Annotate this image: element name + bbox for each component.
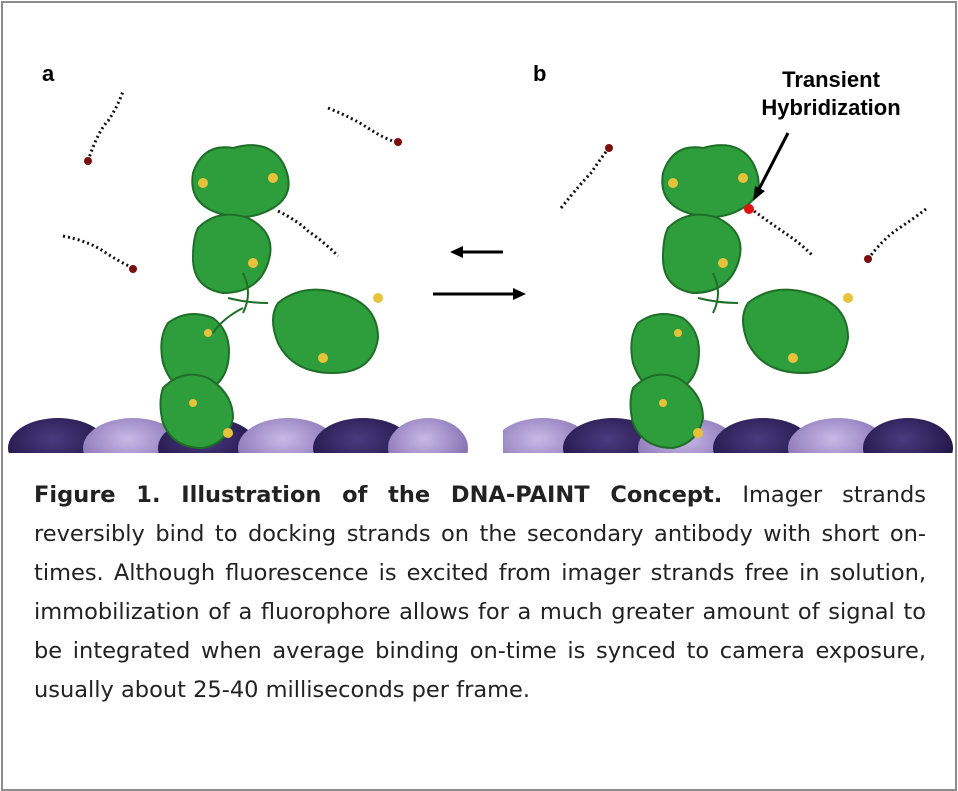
antibody-a bbox=[159, 144, 380, 450]
surface-a bbox=[3, 418, 473, 463]
panel-label-a: a bbox=[42, 61, 55, 86]
annotation-line-2: Hybridization bbox=[761, 95, 901, 120]
hybridization-site bbox=[744, 204, 754, 214]
surface-b bbox=[473, 403, 955, 463]
figure-caption: Figure 1. Illustration of the DNA-PAINT … bbox=[34, 476, 926, 710]
annotation-line-1: Transient bbox=[782, 67, 880, 92]
fluorophores-a bbox=[84, 138, 402, 273]
imager-strands-a bbox=[62, 90, 399, 270]
disulfide-bonds-a bbox=[189, 173, 383, 438]
annotation-arrow bbox=[753, 132, 790, 201]
caption-title: Figure 1. Illustration of the DNA-PAINT … bbox=[34, 482, 723, 508]
panel-label-b: b bbox=[533, 61, 547, 86]
dna-paint-illustration bbox=[3, 90, 955, 463]
equilibrium-arrows bbox=[433, 246, 526, 300]
disulfide-bonds-b bbox=[659, 173, 853, 438]
caption-body: Imager strands reversibly bind to dockin… bbox=[34, 482, 926, 703]
antibody-b bbox=[629, 144, 850, 450]
imager-strands-b bbox=[559, 147, 927, 260]
transient-hybridization-label: Transient Hybridization bbox=[741, 66, 921, 122]
fluorophores-b bbox=[605, 144, 872, 263]
